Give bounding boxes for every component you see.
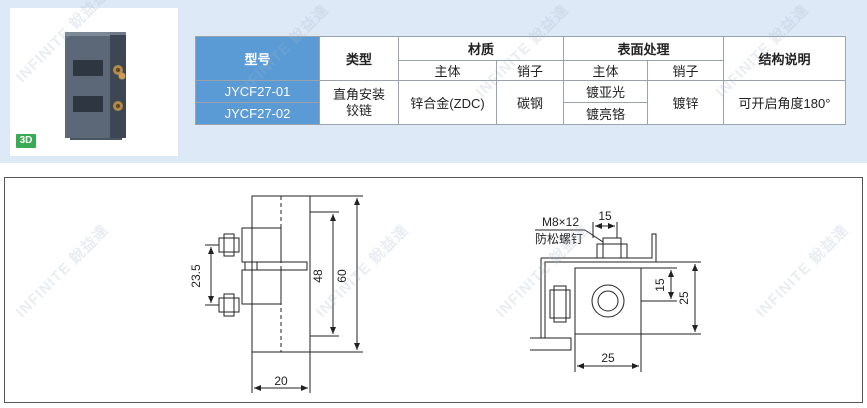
- dim-pitch: 23.5: [189, 264, 203, 288]
- row-model: JYCF27-02: [195, 102, 320, 125]
- header-surface-body: 主体: [563, 60, 648, 81]
- dim-side-right-total: 25: [677, 291, 691, 305]
- header-material-pin: 销子: [496, 60, 564, 81]
- header-description: 结构说明: [723, 36, 846, 81]
- front-view: [205, 195, 363, 393]
- header-type: 类型: [319, 36, 399, 81]
- dim-height-inner: 48: [311, 269, 325, 283]
- header-material-body: 主体: [398, 60, 497, 81]
- technical-drawing-panel: 60 48 23.5 20: [4, 177, 863, 403]
- dim-side-bottom: 25: [601, 351, 615, 365]
- spec-table: 型号 类型 材质 表面处理 结构说明 主体 销子 主体 销子 JYCF27-01…: [195, 36, 846, 125]
- dim-width: 20: [274, 374, 288, 388]
- screw-label-size: M8×12: [542, 215, 579, 229]
- cell-type-text: 直角安装铰链: [332, 86, 385, 118]
- header-surface-pin: 销子: [647, 60, 724, 81]
- header-material: 材质: [398, 36, 564, 61]
- dim-side-right-small: 15: [653, 278, 667, 292]
- row-surface-body: 镀亮铬: [563, 102, 648, 125]
- cell-material-body: 锌合金(ZDC): [398, 80, 497, 125]
- header-surface: 表面处理: [563, 36, 724, 61]
- 3d-badge[interactable]: 3D: [16, 134, 36, 148]
- dim-height-total: 60: [335, 269, 349, 283]
- drawing-canvas: 60 48 23.5 20: [189, 195, 701, 393]
- cell-description: 可开启角度180°: [723, 80, 846, 125]
- cell-surface-pin: 镀锌: [647, 80, 724, 125]
- product-info-panel: 3D 型号 类型 材质 表面处理 结构说明 主体 销子 主体 销子 JYCF27…: [0, 0, 867, 163]
- row-surface-body: 镀亚光: [563, 80, 648, 103]
- cell-type: 直角安装铰链: [319, 80, 399, 125]
- screw-label-type: 防松螺钉: [535, 231, 583, 246]
- side-view: [530, 222, 701, 372]
- dim-side-top: 15: [598, 209, 612, 223]
- product-photo: 3D: [10, 8, 178, 156]
- cell-material-pin: 碳钢: [496, 80, 564, 125]
- hinge-3d-image: [65, 32, 126, 140]
- row-model: JYCF27-01: [195, 80, 320, 103]
- header-model: 型号: [195, 36, 320, 81]
